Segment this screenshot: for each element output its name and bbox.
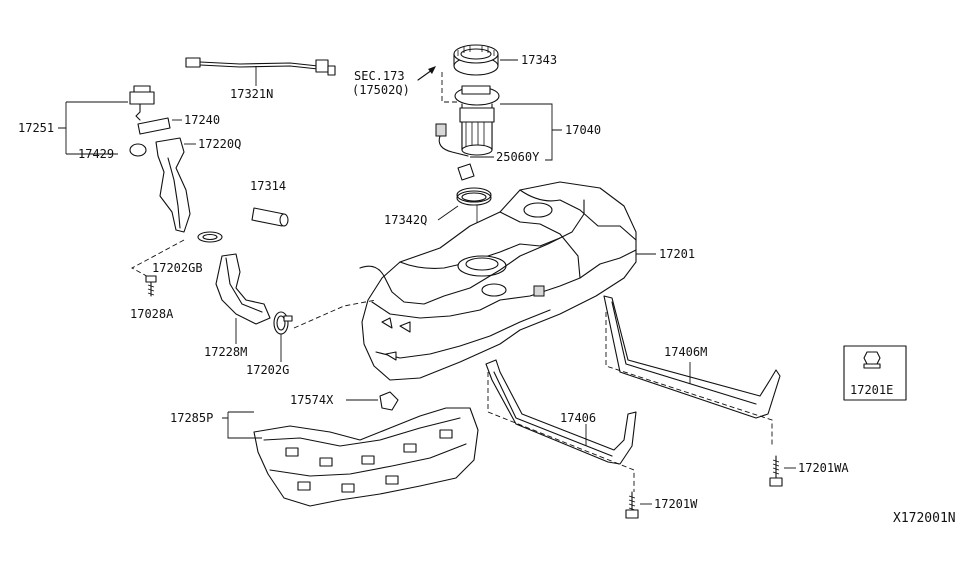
nut-17201E-box[interactable]: [843, 345, 907, 401]
plug-17429-part[interactable]: [129, 143, 147, 157]
clamp-17202G-part[interactable]: [273, 311, 293, 335]
label-17314: 17314: [250, 179, 286, 193]
band-17406-part[interactable]: [485, 359, 637, 465]
heat-shield-part[interactable]: [253, 407, 479, 507]
label-17040: 17040: [565, 123, 601, 137]
hose-17314-part[interactable]: [251, 207, 289, 227]
dash-sec: [441, 72, 462, 103]
filler-neck-part[interactable]: [155, 137, 191, 233]
label-sec173: SEC.173: [354, 69, 405, 83]
label-17321N: 17321N: [230, 87, 273, 101]
label-17342Q: 17342Q: [384, 213, 427, 227]
label-17240: 17240: [184, 113, 220, 127]
label-17201WA: 17201WA: [798, 461, 849, 475]
harness-part[interactable]: [185, 57, 336, 76]
label-17202G: 17202G: [246, 363, 289, 377]
filler-cap-part[interactable]: [129, 85, 155, 121]
label-17201: 17201: [659, 247, 695, 261]
label-17201E: 17201E: [850, 383, 893, 397]
label-17429: 17429: [78, 147, 114, 161]
diagram-code: X172001N: [893, 511, 956, 526]
sec-arrow: [417, 69, 433, 81]
label-17406: 17406: [560, 411, 596, 425]
bracket-17040: [500, 103, 562, 161]
label-17343: 17343: [521, 53, 557, 67]
label-17220Q: 17220Q: [198, 137, 241, 151]
bolt-17028A-part[interactable]: [145, 275, 157, 297]
dash-17406M: [605, 312, 773, 446]
label-sec17502Q: (17502Q): [352, 83, 410, 97]
pump-gasket-part[interactable]: [456, 187, 492, 206]
fuel-filter-part[interactable]: [457, 163, 475, 181]
label-17028A: 17028A: [130, 307, 174, 321]
clamp-17202GB-part[interactable]: [197, 231, 223, 243]
label-17201W: 17201W: [654, 497, 698, 511]
arrow-icon: [428, 66, 436, 74]
dash-17406: [487, 372, 635, 492]
bracket-17251: [58, 101, 128, 155]
label-17406M: 17406M: [664, 345, 707, 359]
fuel-tank-part[interactable]: [359, 181, 637, 381]
label-17251: 17251: [18, 121, 54, 135]
label-17228M: 17228M: [204, 345, 247, 359]
fuel-pump-module[interactable]: [435, 85, 500, 157]
bolt-17201W-part[interactable]: [625, 491, 639, 519]
bracket-17285P: [222, 411, 262, 439]
label-17574X: 17574X: [290, 393, 334, 407]
label-17285P: 17285P: [170, 411, 213, 425]
clip-17574X-part[interactable]: [379, 391, 399, 411]
dash-17202G: [293, 299, 377, 329]
filler-hose-part[interactable]: [215, 253, 271, 325]
label-25060Y: 25060Y: [496, 150, 540, 164]
lock-ring-part[interactable]: [453, 44, 499, 76]
tube-17240-part[interactable]: [137, 117, 171, 135]
label-17202GB: 17202GB: [152, 261, 203, 275]
bolt-17201WA-part[interactable]: [769, 455, 783, 487]
leader-17342Q: [437, 205, 459, 221]
